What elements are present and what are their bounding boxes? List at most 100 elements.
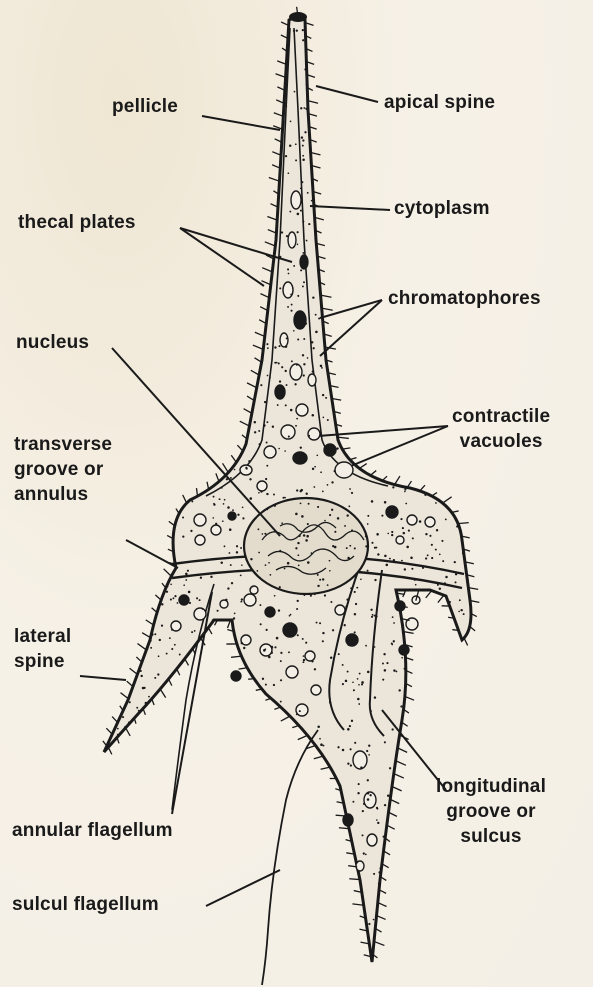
stipple-dot xyxy=(202,608,204,610)
stipple-dot xyxy=(302,285,304,287)
stipple-dot xyxy=(250,588,252,590)
spinule xyxy=(396,761,406,766)
stipple-dot xyxy=(330,601,332,603)
stipple-dot xyxy=(356,587,358,589)
stipple-dot xyxy=(302,354,304,356)
stipple-dot xyxy=(312,414,315,417)
stipple-dot xyxy=(331,509,333,511)
stipple-dot xyxy=(392,486,394,488)
stipple-dot xyxy=(327,484,329,486)
stipple-dot xyxy=(259,604,261,606)
stipple-dot xyxy=(301,181,303,183)
stipple-dot xyxy=(289,625,292,628)
stipple-dot xyxy=(259,443,261,445)
stipple-dot xyxy=(263,424,266,427)
stipple-dot xyxy=(342,683,344,685)
stipple-dot xyxy=(363,803,365,805)
stipple-dot xyxy=(305,539,308,542)
stipple-dot xyxy=(308,223,310,225)
stipple-dot xyxy=(357,698,360,701)
stipple-dot xyxy=(435,502,437,504)
stipple-dot xyxy=(354,591,356,593)
stipple-dot xyxy=(334,531,336,533)
vacuole-circle xyxy=(291,191,301,209)
chromatophore-dot xyxy=(294,311,306,329)
stipple-dot xyxy=(266,465,268,467)
stipple-dot xyxy=(321,367,323,369)
stipple-dot xyxy=(408,530,410,532)
stipple-dot xyxy=(312,370,314,372)
stipple-dot xyxy=(373,919,375,921)
spinule xyxy=(321,767,330,769)
stipple-dot xyxy=(161,625,163,627)
stipple-dot xyxy=(280,660,282,662)
stipple-dot xyxy=(262,533,264,535)
stipple-dot xyxy=(265,648,267,650)
stipple-dot xyxy=(308,435,310,437)
spinule xyxy=(162,583,166,588)
stipple-dot xyxy=(292,629,294,631)
spinule xyxy=(269,178,280,182)
stipple-dot xyxy=(384,501,387,504)
stipple-dot xyxy=(154,677,156,679)
stipple-dot xyxy=(287,56,289,58)
stipple-dot xyxy=(362,810,364,812)
leader-sulcul-flagellum xyxy=(206,870,280,906)
stipple-dot xyxy=(368,745,370,747)
stipple-dot xyxy=(296,29,298,31)
spinule xyxy=(298,735,308,739)
stipple-dot xyxy=(454,561,456,563)
stipple-dot xyxy=(318,317,320,319)
stipple-dot xyxy=(384,804,386,806)
stipple-dot xyxy=(376,819,378,821)
stipple-dot xyxy=(324,355,326,357)
stipple-dot xyxy=(300,489,303,492)
stipple-dot xyxy=(347,557,350,560)
stipple-dot xyxy=(374,579,376,581)
leader-thecal-plates-2 xyxy=(180,228,264,286)
label-thecal-plates: thecal plates xyxy=(18,212,136,234)
vacuole-circle xyxy=(283,282,293,298)
stipple-dot xyxy=(269,377,271,379)
stipple-dot xyxy=(254,431,256,433)
stipple-dot xyxy=(357,678,359,680)
stipple-dot xyxy=(295,143,297,145)
stipple-dot xyxy=(302,158,305,161)
stipple-dot xyxy=(295,547,297,549)
stipple-dot xyxy=(279,550,281,552)
stipple-dot xyxy=(358,703,360,705)
stipple-dot xyxy=(322,417,324,419)
spinule xyxy=(240,421,250,426)
stipple-dot xyxy=(351,492,353,494)
stipple-dot xyxy=(167,586,169,588)
stipple-dot xyxy=(265,684,267,686)
stipple-dot xyxy=(277,404,279,406)
stipple-dot xyxy=(231,582,233,584)
stipple-dot xyxy=(313,347,315,349)
stipple-dot xyxy=(288,435,290,437)
stipple-dot xyxy=(355,603,357,605)
stipple-dot xyxy=(301,515,304,518)
stipple-dot xyxy=(117,734,119,736)
stipple-dot xyxy=(384,555,387,558)
stipple-dot xyxy=(273,684,275,686)
stipple-dot xyxy=(266,421,268,423)
stipple-dot xyxy=(307,523,309,525)
stipple-dot xyxy=(346,598,348,600)
stipple-dot xyxy=(392,616,394,618)
stipple-dot xyxy=(279,256,281,258)
stipple-dot xyxy=(150,640,152,642)
stipple-dot xyxy=(154,633,156,635)
stipple-dot xyxy=(367,671,370,674)
stipple-dot xyxy=(431,557,433,559)
label-pellicle: pellicle xyxy=(112,96,178,118)
stipple-dot xyxy=(320,365,322,367)
stipple-dot xyxy=(429,535,431,537)
stipple-dot xyxy=(307,357,309,359)
vacuole-circle xyxy=(211,525,221,535)
stipple-dot xyxy=(358,684,360,686)
spinule xyxy=(185,659,189,666)
stipple-dot xyxy=(332,629,334,631)
stipple-dot xyxy=(273,494,275,496)
stipple-dot xyxy=(287,306,289,308)
